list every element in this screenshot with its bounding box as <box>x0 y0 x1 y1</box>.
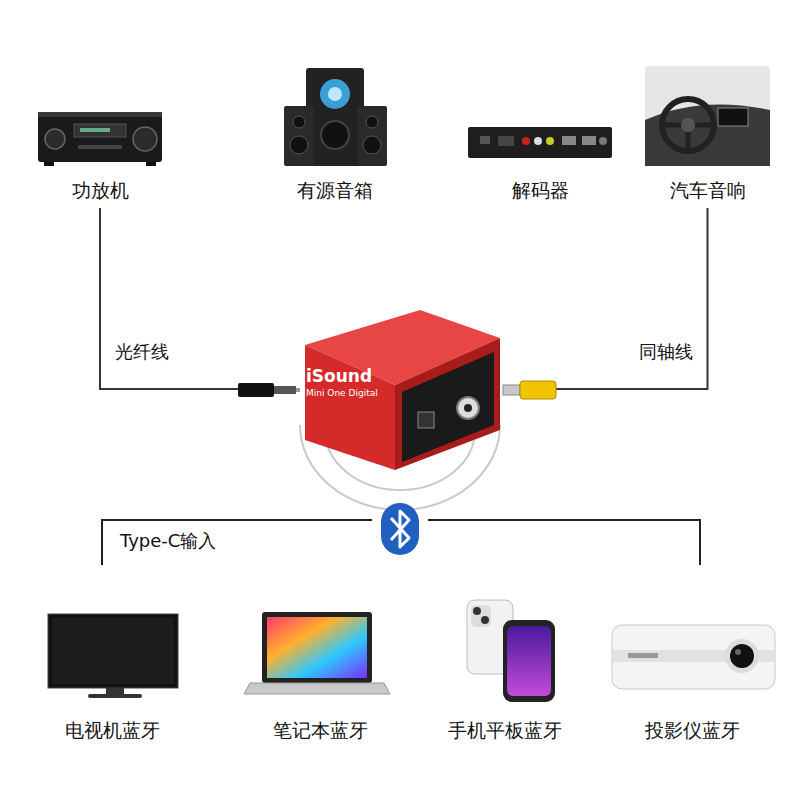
laptop-picture <box>244 612 390 694</box>
tv-picture <box>48 614 178 698</box>
device-node: 汽车音响 <box>635 60 780 208</box>
device-label: 功放机 <box>72 179 129 202</box>
device-label: 电视机蓝牙 <box>65 719 160 742</box>
device-label: 汽车音响 <box>670 179 746 202</box>
device-node: 电视机蓝牙 <box>35 600 190 748</box>
input-label: Type-C输入 <box>118 530 218 552</box>
decoder-picture <box>468 127 612 158</box>
device-label: 手机平板蓝牙 <box>448 719 562 742</box>
projector-picture <box>612 625 775 689</box>
model-name: Mini One Digital <box>306 388 506 400</box>
car-audio-picture <box>645 66 770 166</box>
adapter-box: iSoundMini One Digital <box>294 300 506 478</box>
phone-picture <box>467 600 555 702</box>
device-label: 笔记本蓝牙 <box>273 719 368 742</box>
cable-line <box>506 208 708 389</box>
device-label: 投影仪蓝牙 <box>645 719 740 742</box>
cable-label: 同轴线 <box>636 341 696 363</box>
device-node: 有源音箱 <box>265 60 405 208</box>
coax-plug <box>503 381 556 399</box>
brand-name: iSound <box>306 366 506 386</box>
device-label: 解码器 <box>512 179 569 202</box>
bluetooth-icon <box>381 503 419 555</box>
device-node: 手机平板蓝牙 <box>440 590 570 748</box>
device-node: 笔记本蓝牙 <box>245 600 395 748</box>
amplifier-picture <box>38 112 162 166</box>
cable-label: 光纤线 <box>112 341 172 363</box>
device-node: 功放机 <box>30 100 170 208</box>
cable-line <box>100 208 294 389</box>
device-node: 解码器 <box>460 100 620 208</box>
optical-plug <box>238 383 300 397</box>
device-label: 有源音箱 <box>297 179 373 202</box>
device-node: 投影仪蓝牙 <box>600 600 785 748</box>
speaker-picture <box>284 68 387 166</box>
